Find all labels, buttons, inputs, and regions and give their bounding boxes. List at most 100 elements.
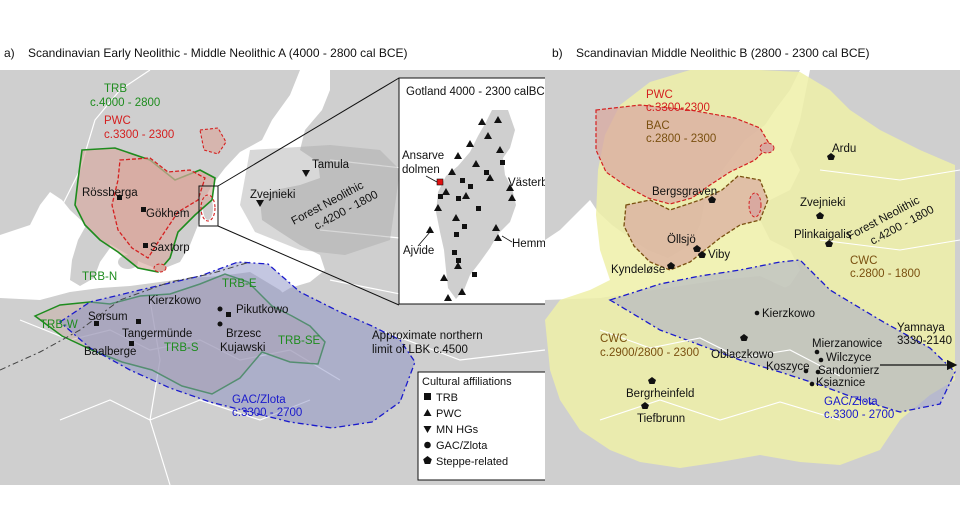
label-b-pwc-name: PWC [646, 89, 673, 101]
label-b-pwc-dates: c.3300-2300 [646, 102, 710, 114]
label-b-gac-dates: c.3300 - 2700 [824, 409, 894, 421]
site-zvejnieki: Zvejnieki [250, 189, 295, 201]
site-marker-baalberge [129, 341, 134, 346]
inset-pwc-sites [426, 116, 516, 301]
site-marker-tamula [302, 170, 310, 177]
region-gac [58, 261, 416, 429]
site-marker-wilczyce [818, 357, 824, 363]
site-gokhem: Gökhem [146, 208, 189, 220]
label-trb-se: TRB-SE [278, 335, 321, 347]
hemmor-leader [501, 235, 513, 243]
site-marker-tangermunde [136, 319, 141, 324]
connector-bottom [217, 225, 400, 306]
inset-trb-sites [438, 160, 505, 277]
sites-panel-a: Rössberga Gökhem Saxtorp Tamula Zvejniek… [82, 159, 350, 358]
region-pwc-scandinavia [111, 157, 206, 259]
lbk-note-line1: Approximate northern [372, 330, 483, 342]
label-b-gac-name: GAC/Zlota [824, 396, 878, 408]
region-gac-b [608, 259, 956, 413]
legend-label-steppe: Steppe-related [436, 456, 508, 468]
site-marker-sorsum [94, 321, 99, 326]
legend-label-trb: TRB [436, 392, 458, 404]
site-b-sandomierz: Sandomierz [818, 365, 880, 377]
label-b-bac-dates: c.2800 - 2300 [646, 133, 716, 145]
panel-a-letter: a) [4, 46, 15, 60]
legend-symbol-pentagon [423, 456, 432, 464]
region-pwc-gotland [200, 194, 216, 222]
ansarve-leader [425, 175, 438, 183]
site-marker-kierzkowo-b [754, 310, 760, 316]
site-tangermunde: Tangermünde [122, 328, 192, 340]
site-b-tiefbrunn: Tiefbrunn [637, 413, 685, 425]
lbk-limit-line [0, 261, 251, 371]
inset-title: Gotland 4000 - 2300 calBCE [406, 86, 553, 98]
label-trb-n: TRB-N [82, 271, 117, 283]
site-marker-ardu [827, 153, 835, 160]
site-pikutkowo: Pikutkowo [236, 304, 288, 316]
site-marker-viby [698, 251, 706, 258]
site-marker-kyndelose [667, 262, 675, 269]
lbk-note-line2: limit of LBK c.4500 [372, 344, 468, 356]
site-b-koszyce: Koszyce [766, 361, 809, 373]
site-b-wilczyce: Wilczyce [826, 352, 871, 364]
site-tamula: Tamula [312, 159, 350, 171]
borders-b [599, 169, 960, 421]
site-b-ollsjo: Öllsjö [667, 234, 696, 246]
legend: Cultural affiliations TRB PWC MN HGs GAC… [417, 371, 557, 481]
site-ansarve-line1: Ansarve [402, 150, 444, 162]
site-marker-rossberga [117, 195, 122, 200]
label-gac-name: GAC/Zlota [232, 394, 286, 406]
site-sorsum: Sorsum [88, 311, 128, 323]
panel-b-map [545, 70, 960, 485]
site-b-bergsgraven: Bergsgraven [652, 186, 717, 198]
label-pwc-dates: c.3300 - 2300 [104, 129, 174, 141]
label-trb-name: TRB [104, 83, 127, 95]
label-b-cwc-east-name: CWC [850, 255, 877, 267]
label-pwc-name: PWC [104, 115, 131, 127]
region-pwc-bornholm [153, 263, 167, 273]
site-marker-tiefbrunn [641, 402, 649, 409]
label-trb-s: TRB-S [164, 342, 199, 354]
site-marker-brzesc [217, 321, 223, 327]
legend-symbol-triangle-down [423, 426, 432, 433]
site-marker-gokhem [141, 207, 146, 212]
region-pwc-b-islet [759, 142, 775, 154]
label-trb-dates: c.4000 - 2800 [90, 97, 160, 109]
legend-symbol-square [424, 393, 431, 400]
site-marker-saxtorp [143, 243, 148, 248]
site-marker-koszyce [803, 368, 809, 374]
site-saxtorp: Saxtorp [150, 242, 190, 254]
land-oland [187, 222, 193, 238]
label-trb-w: TRB-W [40, 319, 78, 331]
gotland-locator-box [198, 185, 219, 227]
site-baalberge: Baalberge [84, 346, 136, 358]
label-gac-dates: c.3300 - 2700 [232, 407, 302, 419]
site-rossberga: Rössberga [82, 187, 138, 199]
site-b-plinkaigalis: Plinkaigalis [794, 229, 852, 241]
sites-panel-b: Ardu Bergsgraven Zvejnieki Plinkaigalis … [611, 143, 882, 425]
site-b-kyndelose: Kyndeløse [611, 264, 665, 276]
site-marker-plinkaigalis [825, 240, 833, 247]
site-ajvide: Ajvide [403, 245, 434, 257]
panel-b-title: Scandinavian Middle Neolithic B (2800 - … [576, 46, 870, 60]
region-forest-neolithic [240, 145, 400, 255]
site-b-ardu: Ardu [832, 143, 856, 155]
region-bac-b [623, 175, 769, 271]
site-kierzkowo: Kierzkowo [148, 295, 201, 307]
site-marker-bergrheinfeld [648, 377, 656, 384]
connector-top [217, 77, 400, 187]
site-b-mierzanowice: Mierzanowice [812, 338, 882, 350]
site-marker-zvejnieki [256, 200, 264, 207]
panel-a: a) Scandinavian Early Neolithic - Middle… [0, 46, 574, 486]
site-marker-bergsgraven [708, 196, 716, 203]
site-marker-oblaczkowo [740, 334, 748, 341]
region-pwc-b-gotland [748, 192, 762, 218]
site-marker-ksiaznice [809, 381, 815, 387]
site-b-oblaczkowo: Oblaczkowo [711, 349, 774, 361]
site-kujawski: Kujawski [220, 342, 265, 354]
legend-label-pwc: PWC [436, 408, 462, 420]
legend-symbol-circle [424, 441, 431, 449]
site-brzesc: Brzesc [226, 328, 261, 340]
site-marker-ansarve [436, 178, 444, 186]
